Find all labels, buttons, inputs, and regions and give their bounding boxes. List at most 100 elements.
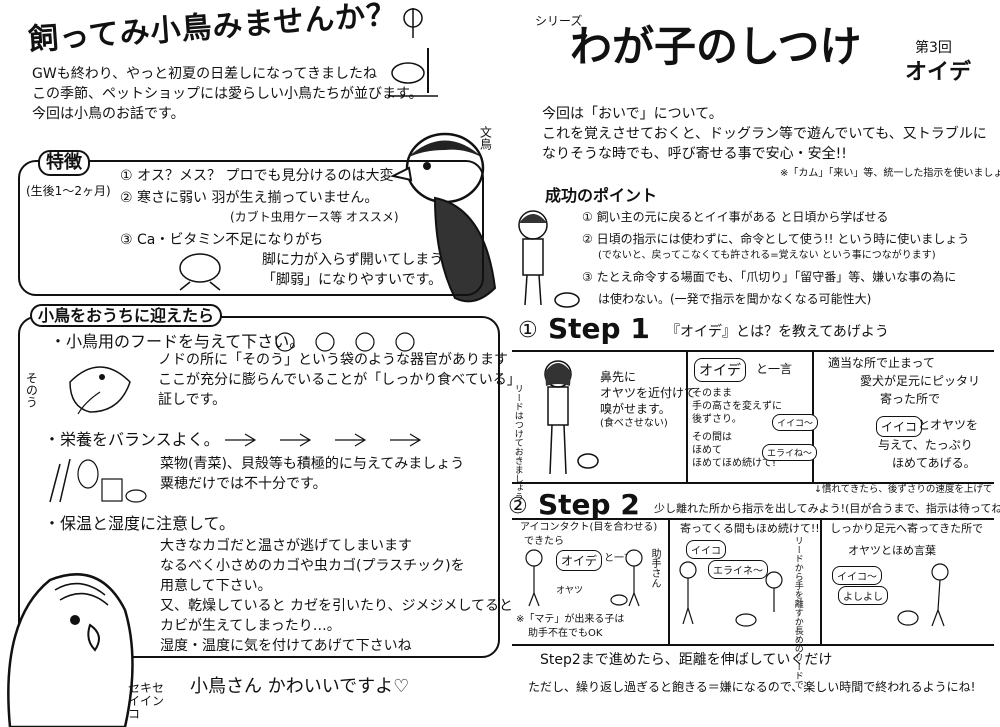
step2-divider-2 [820, 518, 822, 644]
step1-number: ① [518, 318, 538, 343]
warm-text-2: なるべく小さめのカゴや虫カゴ(プラスチック)を [160, 558, 465, 574]
left-footer: 小鳥さん かわいいですよ♡ [190, 676, 410, 697]
left-title: 飼ってみ小鳥みませんか？ [27, 0, 399, 58]
step1-c1-line2: オヤツを近付けて [600, 386, 697, 400]
step1-c2-line4: その間は [692, 432, 732, 443]
features-age: (生後1〜2ヶ月) [26, 184, 111, 198]
step1-oide-say: と一言 [756, 362, 793, 376]
step1-c3-line2: 愛犬が足元にピッタリ [860, 374, 981, 388]
step1-c2-line3: 後ずさり。 [692, 414, 742, 425]
warm-title: ・保温と湿度に注意して。 [44, 514, 236, 533]
point-3-detail: は使わない。(一発で指示を聞かなくなる可能性大) [598, 292, 872, 306]
step2-title: Step 2 [538, 488, 640, 521]
food-text-2: ここが充分に膨らんでいることが「しっかり食べている」 [158, 372, 521, 388]
step2-c3-text: しっかり足元へ寄ってきた所で [830, 522, 984, 535]
feature-3-detail-2: 「脚弱」になりやすいです。 [262, 272, 443, 288]
feature-3: ③ Ca・ビタミン不足になりがち [120, 232, 324, 248]
feature-2: ② 寒さに弱い 羽が生え揃っていません。 [120, 190, 379, 206]
right-intro-3: なりそうな時でも、呼び寄せる事で安心・安全!! [542, 146, 847, 162]
step1-divider-1 [686, 350, 688, 482]
step2-c1-line2: できたら [524, 536, 564, 547]
step2-c1-note2: 助手不在でもOK [528, 628, 603, 639]
greens-and-shell-illustration [49, 458, 147, 503]
right-title: わが子のしつけ [570, 22, 862, 71]
step1-c3-line4: とオヤツを [918, 418, 979, 432]
step2-c1-line1: アイコンタクト(目を合わせる) [520, 522, 658, 533]
step2-yoshiyoshi-bubble: よしよし [838, 586, 888, 605]
features-box [18, 160, 484, 296]
parakeet-illustration [7, 573, 134, 727]
step1-c2-line7: ほめ続けて! [722, 458, 777, 469]
issue-label: 第3回 [915, 40, 952, 56]
feature-2-note: (カブト虫用ケース等 オススメ) [230, 210, 399, 224]
food-text-3: 証しです。 [158, 392, 227, 408]
warm-text-1: 大きなカゴだと温さが逃げてしまいます [160, 538, 412, 554]
step2-snack-label: オヤツ [556, 586, 584, 596]
step2-c2-side: リードから手を離すか長めのリードで [792, 536, 803, 689]
step1-side-note: リードはつけておきましょう [512, 384, 523, 501]
step1-iiko-bubble: イイコ〜 [772, 414, 819, 431]
step1-speedup-note: ↓慣れてきたら、後ずさりの速度を上げて [814, 484, 993, 495]
sonou-label: そのう [24, 372, 39, 408]
step1-c1-line3: 嗅がせます。 [600, 402, 671, 416]
owner-with-dog-illustration [518, 210, 580, 308]
point-2: ② 日頃の指示には使わずに、命令として使う!! という時に使いましょう [582, 232, 970, 246]
step2-c2-figures-illustration [679, 561, 783, 627]
warm-text-6: 湿度・温度に気を付けてあげて下さいね [160, 638, 412, 654]
parakeet-label: セキセイインコ [128, 681, 165, 722]
step1-oide-bubble: オイデ [694, 358, 746, 382]
seed-doodles-icon [275, 332, 415, 352]
step2-number: ② [508, 494, 528, 519]
step2-divider-1 [668, 518, 670, 644]
step1-c3-line5: 与えて、たっぷり [878, 438, 973, 452]
step2-footer-2: ただし、繰り返し過ぎると飽きる＝嫌になるので、楽しい時間で終われるようにね! [528, 680, 976, 694]
step1-c2-line2: 手の高さを変えずに [692, 401, 782, 412]
step2-subtitle: 少し離れた所から指示を出してみよう!(目が合うまで、指示は待ってね) [654, 502, 1000, 515]
step1-strip [512, 350, 994, 484]
step2-eraine-bubble: エライネ〜 [708, 560, 768, 579]
right-note: ※「カム」「来い」等、統一した指示を使いましょう。 [780, 168, 1000, 179]
welcome-tag: 小鳥をおうちに迎えたら [30, 304, 223, 328]
right-subtitle: オイデ [905, 60, 972, 85]
left-intro-1: GWも終わり、やっと初夏の日差しになってきましたね [32, 66, 378, 82]
bird-crop-illustration [69, 366, 131, 415]
right-intro-1: 今回は「おいで」について。 [542, 106, 723, 122]
step2-footer-1: Step2まで進めたら、距離を伸ばしていくだけ [540, 652, 833, 668]
features-tag: 特徴 [38, 150, 90, 176]
step2-c1-figures-illustration [525, 549, 643, 607]
step2-c2-text: 寄ってくる間もほめ続けて!! [680, 522, 820, 535]
step1-owner-illustration [544, 360, 599, 475]
step1-c2-line6: ほめて [692, 458, 722, 469]
series-label: シリーズ [535, 14, 583, 28]
left-intro-3: 今回は小鳥のお話です。 [32, 106, 185, 122]
step1-c3-line6: ほめてあげる。 [892, 456, 976, 470]
step1-c3-line3: 寄った所で [880, 392, 941, 406]
step1-eraine-bubble: エライね〜 [762, 444, 818, 461]
feature-1: ① オス？メス？ プロでも見分けるのは大変 [120, 168, 394, 184]
nutrition-text-2: 粟穂だけでは不十分です。 [160, 476, 327, 492]
welcome-box [18, 316, 500, 658]
step2-iiko-bubble-2: イイコ〜 [832, 566, 882, 585]
step1-c3-line1: 適当な所で止まって [828, 356, 935, 370]
warm-text-5: カビが生えてしまったり…。 [160, 618, 341, 634]
points-title: 成功のポイント [545, 186, 658, 205]
point-1: ① 飼い主の元に戻るとイイ事がある と日頃から学ばせる [582, 210, 889, 224]
point-2-note: (でないと、戻ってこなくても許される=覚えない という事につながります) [598, 250, 936, 261]
nutrition-title: ・栄養をバランスよく。 [44, 430, 220, 449]
step1-c2-line1: そのまま [692, 388, 732, 399]
point-3: ③ たとえ命令する場面でも、「爪切り」「留守番」等、嫌いな事の為に [582, 270, 957, 284]
left-intro-2: この季節、ペットショップには愛らしい小鳥たちが並びます。 [32, 86, 423, 102]
step2-oide-bubble: オイデ [556, 550, 603, 571]
chick-doodle-icon [179, 253, 221, 291]
right-intro-2: これを覚えさせておくと、ドッグラン等で遊んでいても、又トラブルに [542, 126, 987, 142]
food-text-1: ノドの所に「そのう」という袋のような器官があります [158, 352, 508, 368]
step2-oide-say: と一言 [604, 553, 634, 564]
step2-iiko-bubble: イイコ [686, 540, 726, 559]
step2-c3-figures-illustration [897, 563, 949, 627]
step1-title: Step 1 [548, 312, 650, 345]
feature-3-detail-1: 脚に力が入らず開いてしまう [262, 252, 444, 268]
bird-doodle-icon [388, 8, 438, 97]
seed-arrow-doodles-icon [225, 433, 422, 447]
step1-iiko-bubble-2: イイコ [876, 416, 923, 437]
